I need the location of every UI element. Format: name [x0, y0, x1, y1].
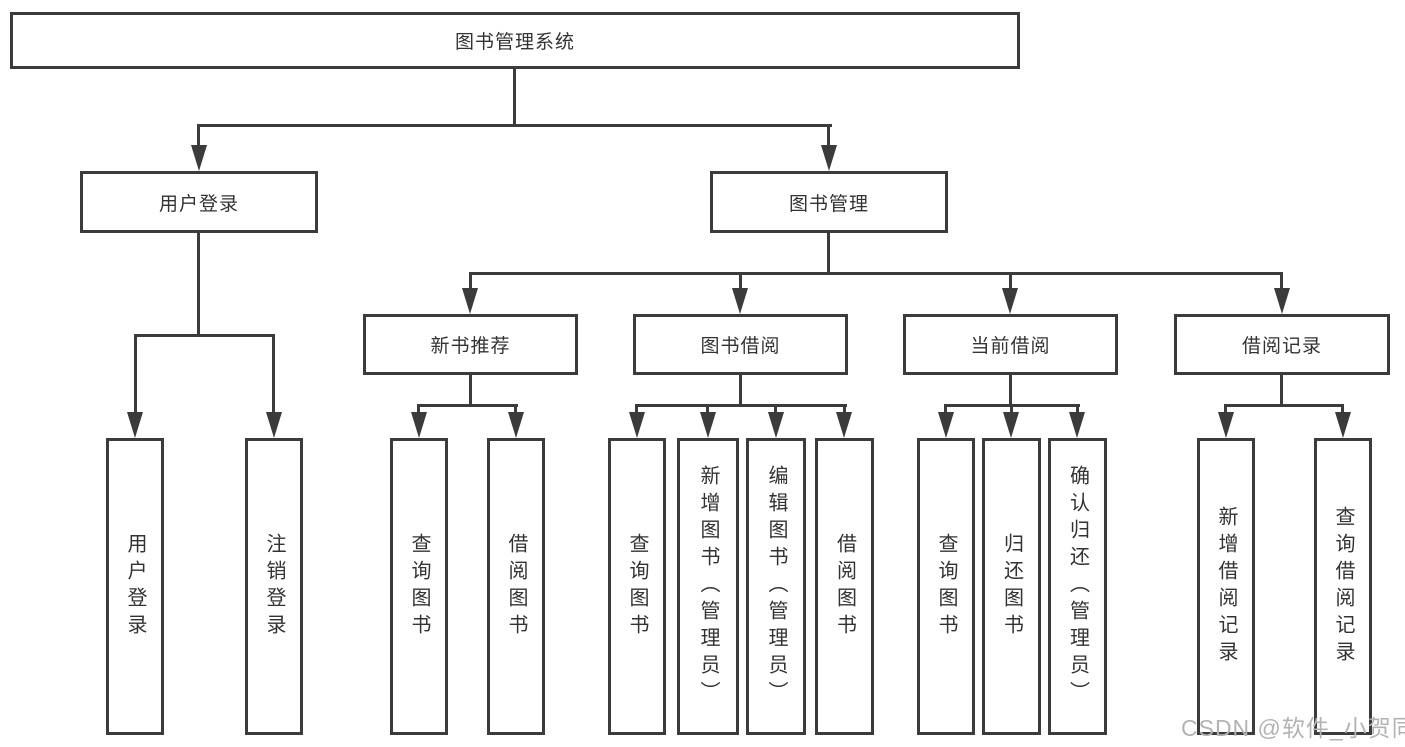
node-new-book-recommendation: 新书推荐	[363, 314, 578, 375]
node-label: 新书推荐	[430, 336, 511, 357]
leaf-logout: 注销登录	[245, 438, 303, 735]
node-label: 借阅记录	[1241, 336, 1322, 357]
connector	[417, 404, 420, 415]
arrow-down-icon	[1218, 412, 1234, 438]
connector	[134, 334, 275, 337]
connector	[635, 404, 638, 415]
connector	[1224, 404, 1344, 407]
node-label: 查询图书	[626, 532, 648, 641]
connector	[706, 404, 709, 415]
leaf-query-borrow-record: 查询借阅记录	[1314, 438, 1372, 735]
arrow-down-icon	[732, 288, 748, 314]
connector	[827, 124, 830, 148]
connector	[827, 233, 830, 275]
node-borrowing-records: 借阅记录	[1174, 314, 1390, 375]
leaf-add-books-admin: 新增图书（管理员）	[677, 438, 739, 735]
arrow-down-icon	[191, 145, 207, 171]
arrow-down-icon	[1002, 288, 1018, 314]
node-book-management-system: 图书管理系统	[10, 12, 1020, 69]
arrow-down-icon	[508, 412, 524, 438]
arrow-down-icon	[938, 412, 954, 438]
arrow-down-icon	[266, 412, 282, 438]
node-book-borrowing: 图书借阅	[633, 314, 848, 375]
node-label: 用户登录	[124, 532, 146, 641]
leaf-return-books: 归还图书	[982, 438, 1041, 735]
node-label: 图书管理系统	[454, 32, 575, 53]
node-label: 当前借阅	[970, 336, 1051, 357]
node-label: 借阅图书	[505, 532, 527, 641]
connector	[513, 68, 516, 126]
connector	[944, 404, 947, 415]
node-label: 编辑图书（管理员）	[765, 465, 787, 708]
node-user-login-branch: 用户登录	[80, 171, 318, 233]
connector	[1224, 404, 1227, 415]
connector	[469, 272, 472, 292]
connector	[1009, 272, 1012, 292]
leaf-query-books-2: 查询图书	[608, 438, 666, 735]
node-label: 用户登录	[158, 193, 239, 215]
arrow-down-icon	[629, 412, 645, 438]
connector	[739, 272, 742, 292]
arrow-down-icon	[411, 412, 427, 438]
connector	[469, 373, 472, 407]
connector	[1076, 404, 1079, 415]
connector	[739, 373, 742, 407]
arrow-down-icon	[1335, 412, 1351, 438]
connector	[197, 124, 200, 148]
node-label: 新增借阅记录	[1215, 505, 1237, 668]
node-label: 借阅图书	[833, 532, 856, 641]
node-label: 查询借阅记录	[1332, 505, 1354, 668]
connector	[774, 404, 777, 415]
leaf-user-login: 用户登录	[106, 438, 164, 735]
leaf-add-borrow-record: 新增借阅记录	[1197, 438, 1255, 735]
arrow-down-icon	[836, 412, 852, 438]
connector	[197, 124, 832, 127]
connector	[1280, 373, 1283, 407]
leaf-query-books-3: 查询图书	[917, 438, 975, 735]
arrow-down-icon	[700, 412, 716, 438]
leaf-query-books-1: 查询图书	[390, 438, 448, 735]
node-label: 查询图书	[935, 532, 957, 641]
node-label: 归还图书	[1000, 532, 1023, 641]
arrow-down-icon	[821, 145, 837, 171]
node-label: 注销登录	[263, 532, 285, 641]
leaf-edit-books-admin: 编辑图书（管理员）	[746, 438, 806, 735]
arrow-down-icon	[768, 412, 784, 438]
connector	[514, 404, 517, 415]
arrow-down-icon	[1274, 288, 1290, 314]
arrow-down-icon	[127, 412, 143, 438]
leaf-borrow-books-2: 借阅图书	[815, 438, 874, 735]
arrow-down-icon	[462, 288, 478, 314]
connector	[1009, 373, 1012, 407]
node-label: 图书管理	[788, 193, 869, 215]
connector	[636, 404, 847, 407]
node-book-management-branch: 图书管理	[710, 171, 948, 233]
connector	[1341, 404, 1344, 415]
connector	[1280, 272, 1283, 292]
connector	[469, 272, 1283, 275]
node-current-borrowing: 当前借阅	[903, 314, 1118, 375]
leaf-confirm-return-admin: 确认归还（管理员）	[1048, 438, 1107, 735]
connector	[843, 404, 846, 415]
arrow-down-icon	[1003, 412, 1019, 438]
connector	[272, 334, 275, 416]
connector	[418, 404, 518, 407]
connector	[1010, 404, 1013, 415]
node-label: 确认归还（管理员）	[1066, 465, 1089, 708]
arrow-down-icon	[1069, 412, 1085, 438]
node-label: 图书借阅	[700, 336, 781, 357]
node-label: 新增图书（管理员）	[697, 465, 719, 708]
connector	[134, 334, 137, 416]
node-label: 查询图书	[408, 532, 430, 641]
connector	[197, 233, 200, 337]
csdn-watermark: CSDN @软件_小贺同学	[1181, 715, 1405, 741]
leaf-borrow-books-1: 借阅图书	[487, 438, 545, 735]
